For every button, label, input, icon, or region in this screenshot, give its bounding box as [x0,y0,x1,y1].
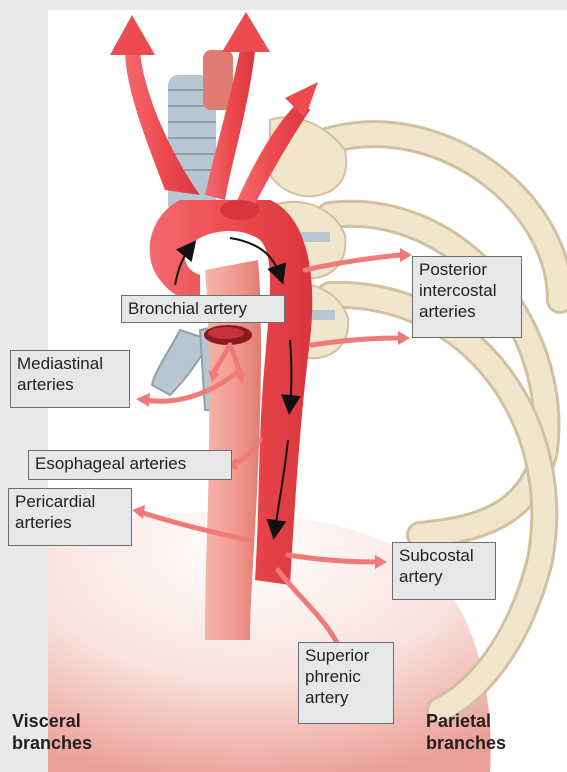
subcostal-artery-label: Subcostal artery [392,542,496,600]
phrenic-line-3: artery [305,687,387,708]
parietal-line-1: Parietal [426,710,506,732]
posterior-line-2: intercostal [419,280,515,301]
subcostal-line-1: Subcostal [399,545,489,566]
pericardial-arteries-label: Pericardial arteries [8,488,132,546]
pericardial-line-1: Pericardial [15,491,125,512]
pericardial-line-2: arteries [15,512,125,533]
mediastinal-arteries-label: Mediastinal arteries [10,350,130,408]
bronchial-artery-label: Bronchial artery [121,295,285,323]
visceral-line-1: Visceral [12,710,92,732]
parietal-line-2: branches [426,732,506,754]
posterior-intercostal-label: Posterior intercostal arteries [412,256,522,338]
visceral-branches-heading: Visceral branches [12,710,92,754]
posterior-line-3: arteries [419,301,515,322]
mediastinal-line-2: arteries [17,374,123,395]
phrenic-line-2: phrenic [305,666,387,687]
subcostal-line-2: artery [399,566,489,587]
superior-phrenic-label: Superior phrenic artery [298,642,394,724]
phrenic-line-1: Superior [305,645,387,666]
parietal-branches-heading: Parietal branches [426,710,506,754]
posterior-line-1: Posterior [419,259,515,280]
esophageal-arteries-label: Esophageal arteries [28,450,232,480]
visceral-line-2: branches [12,732,92,754]
bronchial-artery-text: Bronchial artery [128,299,247,318]
esophageal-text: Esophageal arteries [35,454,186,473]
mediastinal-line-1: Mediastinal [17,353,123,374]
